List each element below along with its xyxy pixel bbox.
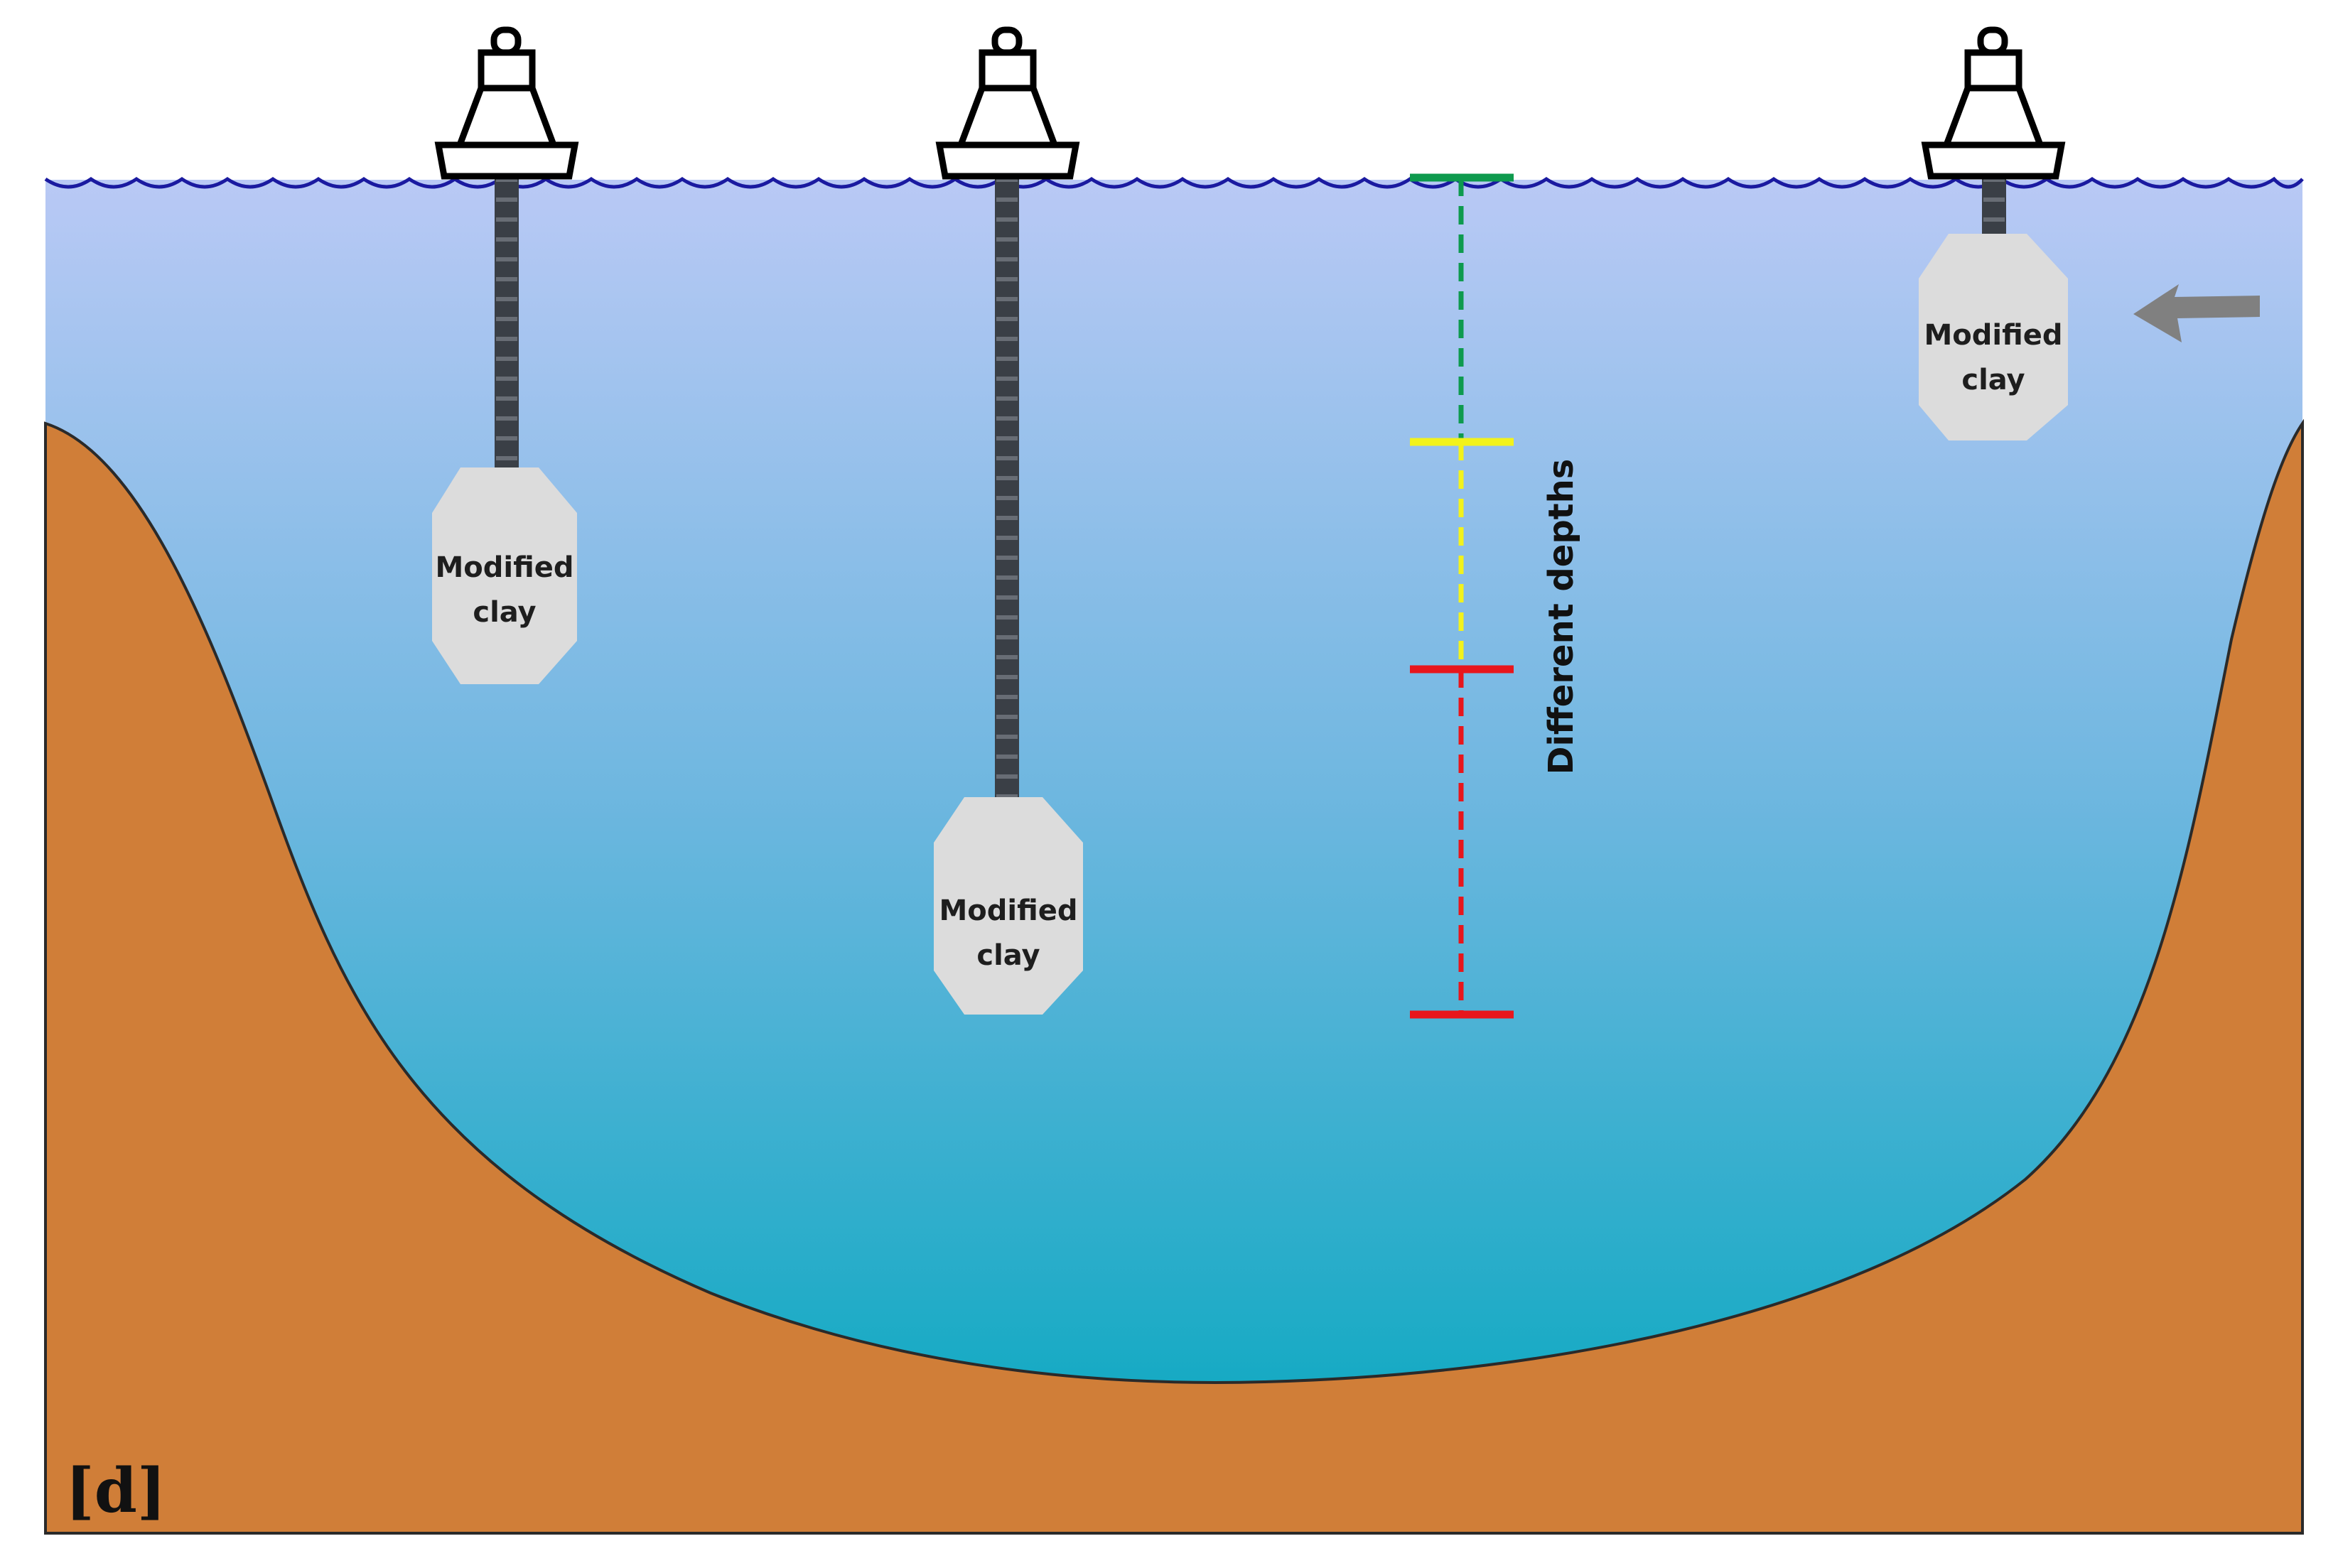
- clay-label-1-line1: Modified: [435, 551, 573, 584]
- buoy-float-icon: [434, 26, 579, 180]
- clay-bag-2: Modified clay: [934, 797, 1083, 1015]
- depth-annotation: Different depths: [1541, 459, 1581, 775]
- clay-label-3-line2: clay: [1961, 364, 2025, 396]
- clay-bag-1: Modified clay: [432, 467, 577, 684]
- clay-label-3-line1: Modified: [1924, 319, 2062, 352]
- buoy-3: Modified clay: [1919, 26, 2068, 440]
- clay-label-1-line2: clay: [473, 596, 536, 629]
- buoy-2: Modified clay: [934, 26, 1083, 1015]
- buoy-1: Modified clay: [432, 26, 579, 684]
- panel-label: [d]: [65, 1455, 166, 1527]
- clay-label-2-line2: clay: [976, 939, 1040, 972]
- clay-label-2-line1: Modified: [939, 894, 1077, 927]
- buoy-float-icon: [935, 26, 1080, 180]
- buoy-float-icon: [1921, 26, 2066, 180]
- depth-segment-deep: [1410, 665, 1514, 1019]
- depth-segment-shallow: [1410, 173, 1514, 442]
- current-arrow-icon: [2133, 284, 2260, 342]
- depth-scale: Different depths: [1410, 173, 1581, 1019]
- water-surface-waves: [44, 176, 2304, 189]
- lake-sediment: [44, 418, 2304, 1535]
- depth-segment-middle: [1410, 438, 1514, 669]
- clay-bag-3: Modified clay: [1919, 234, 2068, 440]
